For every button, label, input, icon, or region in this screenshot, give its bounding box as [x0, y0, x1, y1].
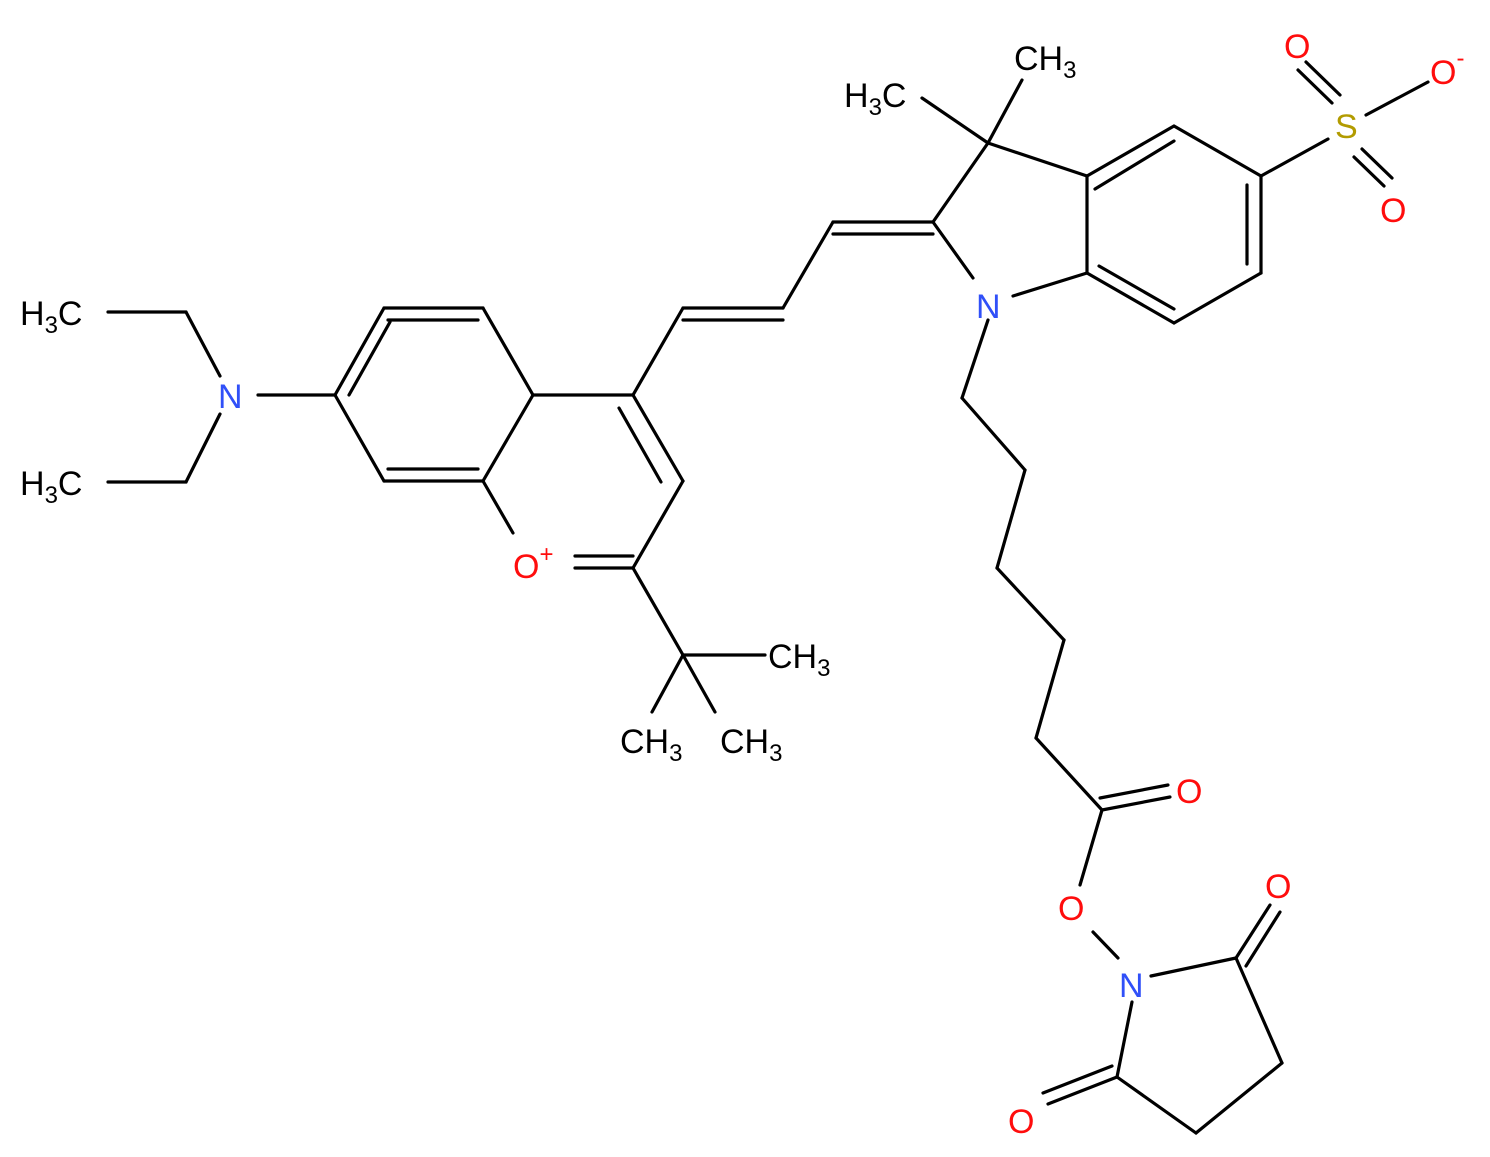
- tbutyl-methyl-label-left: CH3: [620, 723, 682, 767]
- ester-carbonyl-oxygen: O: [1176, 773, 1202, 811]
- ester-link-oxygen: O: [1058, 890, 1084, 928]
- pyrylium-oxygen-label: O+: [513, 541, 553, 586]
- succinimide-oxygen-bottom: O: [1008, 1103, 1034, 1141]
- tbutyl-methyl-label-right: CH3: [768, 638, 830, 682]
- succinimide-oxygen-top: O: [1265, 868, 1291, 906]
- bonds: [106, 60, 1430, 1135]
- sulfonate-oxygen-anion: O-: [1430, 45, 1464, 92]
- atom-labels: CH3 H3C O O- S O N N H3C H3C O+ CH3 CH3 …: [20, 28, 1464, 1141]
- amine-nitrogen-label: N: [218, 378, 243, 416]
- sulfonate-oxygen-left: O: [1284, 28, 1310, 66]
- methyl-label-h3c-top: H3C: [844, 77, 906, 121]
- indole-nitrogen-label: N: [976, 288, 1001, 326]
- succinimide-nitrogen-label: N: [1119, 967, 1144, 1005]
- methyl-label-ch3-top: CH3: [1014, 40, 1076, 84]
- sulfur-label: S: [1335, 108, 1358, 146]
- sulfonate-oxygen-bottom: O: [1380, 192, 1406, 230]
- tbutyl-methyl-label-mid: CH3: [720, 723, 782, 767]
- ethyl-label-h3c-bottom: H3C: [20, 465, 82, 509]
- ethyl-label-h3c-top: H3C: [20, 295, 82, 339]
